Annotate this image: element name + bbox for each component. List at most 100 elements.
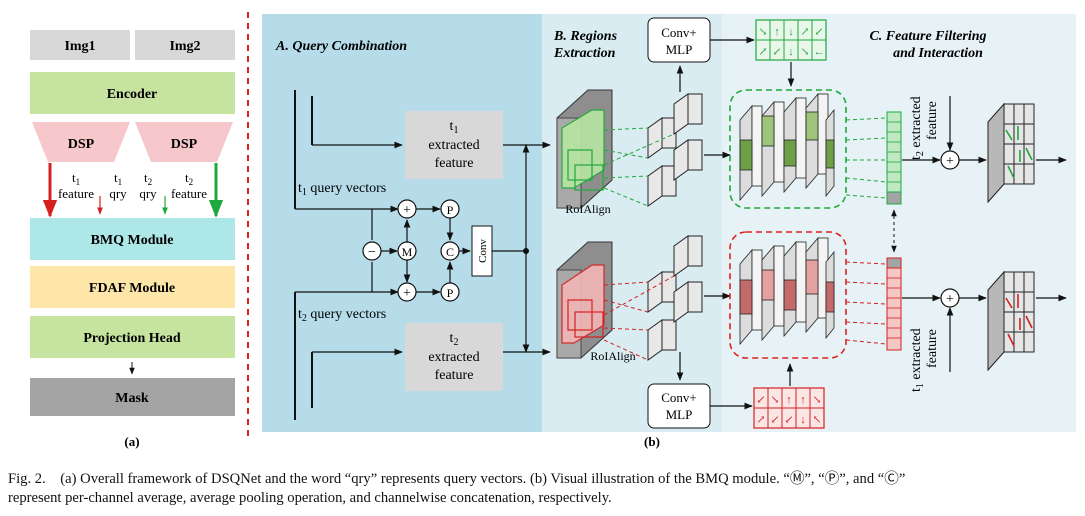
svg-text:↘: ↘ xyxy=(812,394,821,406)
t1-feature-word: feature xyxy=(58,186,94,201)
op-p-bot xyxy=(440,282,460,302)
svg-text:↙: ↙ xyxy=(784,414,793,426)
sum-top-label: + xyxy=(946,154,954,169)
section-c-bg xyxy=(722,14,1076,432)
op-plus-top xyxy=(397,199,417,219)
red-feature-stacks xyxy=(739,236,835,346)
panel-b: A. Query Combination B. Regions Extracti… xyxy=(262,14,1076,449)
t1-extracted-box xyxy=(405,111,503,179)
svg-text:↙: ↙ xyxy=(756,394,765,406)
svg-text:↗: ↗ xyxy=(800,26,809,38)
op-p-bot-label: P xyxy=(447,286,454,300)
caption-line-1: Fig. 2. (a) Overall framework of DSQNet … xyxy=(8,471,906,487)
t1-extracted-t: t1 xyxy=(450,119,459,136)
svg-text:↙: ↙ xyxy=(772,46,781,58)
fdaf-box xyxy=(30,266,235,308)
bmq-label: BMQ Module xyxy=(91,233,174,248)
op-p-top-label: P xyxy=(447,203,454,217)
svg-text:↓: ↓ xyxy=(788,46,794,58)
op-c xyxy=(440,241,460,261)
op-m xyxy=(397,241,417,261)
svg-text:↓: ↓ xyxy=(800,414,806,426)
t2-feature-map xyxy=(556,241,613,359)
section-b-bg xyxy=(542,14,722,432)
op-plus-bot xyxy=(397,282,417,302)
svg-text:↑: ↑ xyxy=(800,394,806,406)
t1-qry-label: t1 xyxy=(114,170,122,187)
section-c-title-1: C. Feature Filtering xyxy=(869,29,986,44)
mask-box xyxy=(30,378,235,416)
svg-text:↙: ↙ xyxy=(770,414,779,426)
op-plus-bot-label: + xyxy=(403,286,411,301)
dsp-left-label: DSP xyxy=(68,137,95,152)
svg-text:↑: ↑ xyxy=(774,26,780,38)
encoder-box xyxy=(30,72,235,114)
svg-text:↗: ↗ xyxy=(758,46,767,58)
t2-extracted-line2: feature xyxy=(435,368,474,383)
svg-text:↘: ↘ xyxy=(800,46,809,58)
dsp-right-shape xyxy=(135,122,233,162)
t1-extracted-feature-word: feature xyxy=(925,329,940,368)
t2-query-vectors: t2 query vectors xyxy=(298,307,386,324)
projection-label: Projection Head xyxy=(83,331,181,346)
fdaf-label: FDAF Module xyxy=(89,281,175,296)
green-vector xyxy=(886,111,902,205)
green-feature-stacks xyxy=(739,92,835,202)
mask-label: Mask xyxy=(115,391,149,406)
img1-box xyxy=(30,30,130,60)
op-m-label: M xyxy=(402,245,413,259)
red-stack-container xyxy=(729,231,847,359)
red-vector xyxy=(886,257,902,351)
op-c-label: C xyxy=(446,245,454,259)
mlp-bottom-line2: MLP xyxy=(666,407,693,422)
roialign-bottom: RoIAlign xyxy=(590,349,635,363)
green-arrow-grid: ↘↑↓↗↙↗↙↓↘← xyxy=(755,19,827,61)
t2-feature-word: feature xyxy=(171,186,207,201)
output-cube-bottom xyxy=(987,270,1035,372)
section-b-title-1: B. Regions xyxy=(553,29,618,44)
op-p-top xyxy=(440,199,460,219)
t1-query-vectors: t1 query vectors xyxy=(298,181,386,198)
bmq-box xyxy=(30,218,235,260)
t1-extracted-line1: extracted xyxy=(428,138,479,153)
caption-line-2: represent per-channel average, average p… xyxy=(8,490,612,506)
dsp-right-label: DSP xyxy=(171,137,198,152)
t1-qry-word: qry xyxy=(109,186,127,201)
t2-qry-label: t2 xyxy=(144,170,152,187)
t2-extracted-feature-label: t2 extracted xyxy=(909,96,926,160)
svg-text:↓: ↓ xyxy=(788,26,794,38)
svg-text:↖: ↖ xyxy=(812,414,821,426)
roialign-top: RoIAlign xyxy=(565,202,610,216)
panel-a: Img1 Img2 Encoder DSP DSP t1 feature t1 … xyxy=(30,30,235,449)
dsqnet-figure: Img1 Img2 Encoder DSP DSP t1 feature t1 … xyxy=(30,12,1076,449)
t2-extracted-line1: extracted xyxy=(428,350,479,365)
t1-feature-map xyxy=(556,89,613,209)
roi-grids-top xyxy=(647,93,703,207)
section-b-title-2: Extraction xyxy=(553,46,616,61)
t2-qry-word: qry xyxy=(139,186,157,201)
panel-b-label: (b) xyxy=(644,434,660,449)
t1-extracted-feature-label: t1 extracted xyxy=(909,328,926,392)
t1-feature-label: t1 xyxy=(72,170,80,187)
figure-caption: Fig. 2. (a) Overall framework of DSQNet … xyxy=(8,470,1078,508)
output-cube-top xyxy=(987,102,1035,204)
img2-box xyxy=(135,30,235,60)
img2-label: Img2 xyxy=(169,39,200,54)
t2-extracted-box xyxy=(405,323,503,391)
section-a-title: A. Query Combination xyxy=(275,39,407,54)
red-arrow-grid: ↙↘↑↑↘↗↙↙↓↖ xyxy=(753,387,825,429)
t2-extracted-t: t2 xyxy=(450,331,459,348)
roi-grids-bottom xyxy=(647,235,703,361)
encoder-label: Encoder xyxy=(107,87,158,102)
projection-box xyxy=(30,316,235,358)
svg-text:↘: ↘ xyxy=(770,394,779,406)
t1-extracted-line2: feature xyxy=(435,156,474,171)
red-projection-lines xyxy=(603,275,675,361)
t2-feature-label: t2 xyxy=(185,170,193,187)
section-c-title-2: and Interaction xyxy=(893,46,983,61)
mlp-top-line2: MLP xyxy=(666,42,693,57)
op-minus xyxy=(362,241,382,261)
sum-bottom-label: + xyxy=(946,292,954,307)
t2-extracted-feature-word: feature xyxy=(925,101,940,140)
svg-text:↗: ↗ xyxy=(756,414,765,426)
